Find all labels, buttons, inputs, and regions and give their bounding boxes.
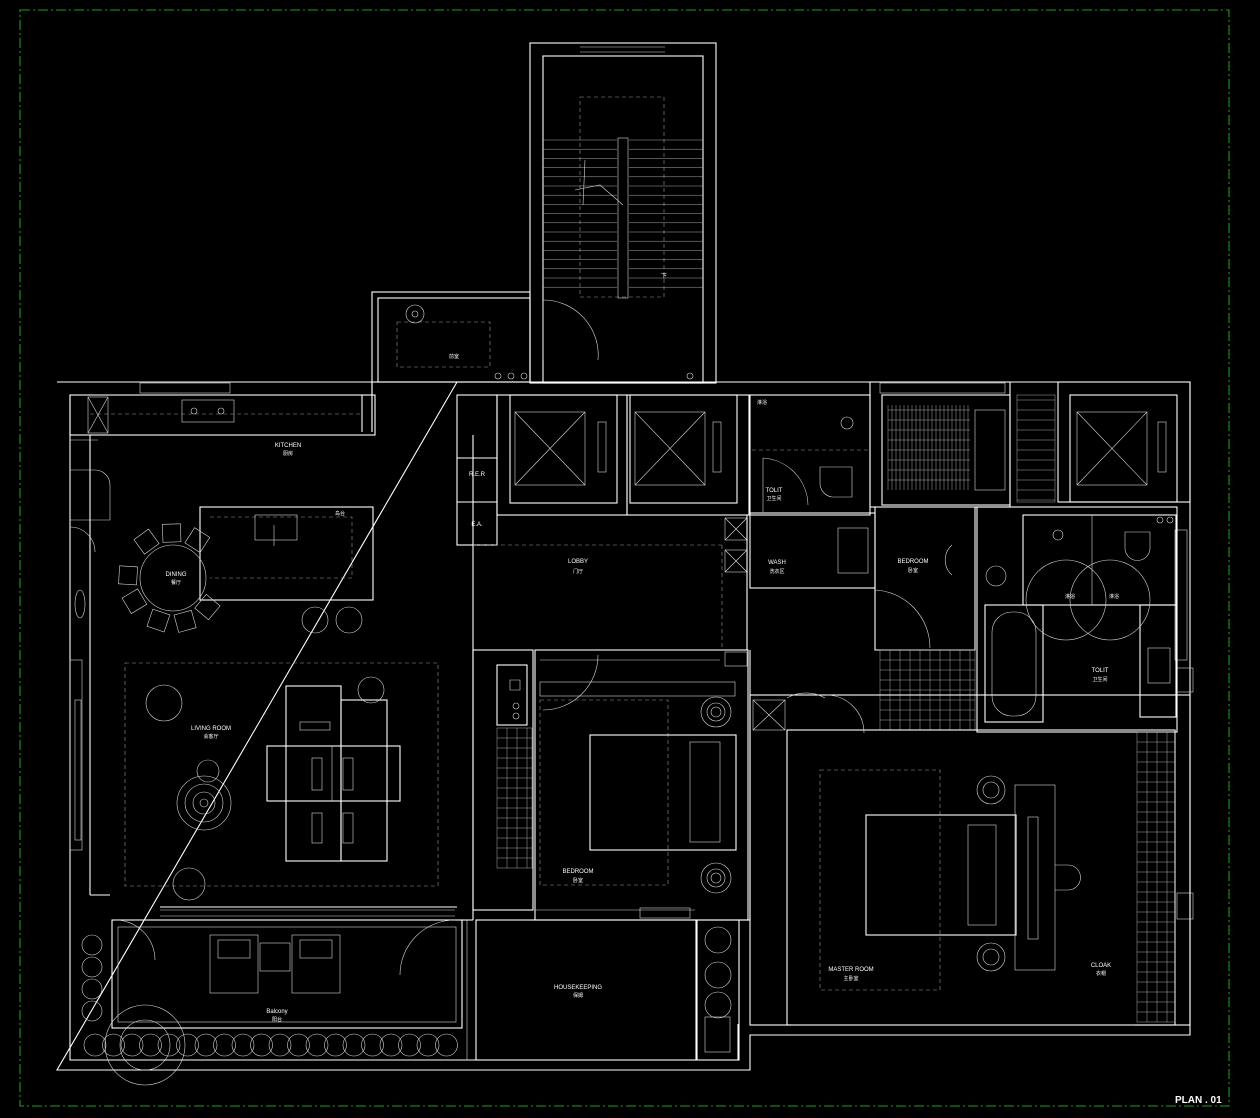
label-toilet-a: TOLIT bbox=[766, 488, 783, 494]
label-housekeeping: HOUSEKEEPING bbox=[554, 985, 602, 991]
label-ea: E.A. bbox=[471, 522, 483, 528]
label-toilet-b-cn: 卫生间 bbox=[1092, 676, 1107, 683]
label-balcony: Balcony bbox=[266, 1009, 287, 1015]
label-living-cn: 会客厅 bbox=[203, 733, 218, 740]
label-bedroom-a: BEDROOM bbox=[562, 869, 593, 875]
label-toilet-a-cn: 卫生间 bbox=[766, 495, 781, 502]
label-wash-cn: 洗衣区 bbox=[769, 568, 784, 575]
label-bedroom-b-cn: 卧室 bbox=[908, 567, 918, 574]
toilet-b bbox=[976, 506, 1178, 733]
label-wash: WASH bbox=[768, 560, 786, 566]
label-master: MASTER ROOM bbox=[828, 967, 873, 973]
label-cloak-cn: 衣帽 bbox=[1096, 970, 1106, 977]
label-toilet-b: TOLIT bbox=[1092, 668, 1109, 674]
label-dining: DINING bbox=[166, 572, 187, 578]
label-shower-left: 淋浴 bbox=[1065, 593, 1075, 600]
plan-title: PLAN . 01 bbox=[1175, 1095, 1222, 1106]
label-kitchen-cn: 厨房 bbox=[283, 450, 293, 457]
stair-tower bbox=[529, 42, 717, 384]
label-dining-cn: 餐厅 bbox=[171, 579, 181, 586]
label-bedroom-a-cn: 卧室 bbox=[573, 877, 583, 884]
label-rer: R.E.R bbox=[469, 472, 486, 478]
lobby-walls bbox=[460, 514, 751, 921]
label-lift-hall: 前室 bbox=[449, 353, 459, 360]
label-top-left: 淋浴 bbox=[757, 399, 767, 406]
label-balcony-cn: 阳台 bbox=[272, 1016, 282, 1023]
label-cloak: CLOAK bbox=[1091, 963, 1111, 969]
lifts-and-shafts bbox=[456, 381, 1191, 651]
label-island: 岛台 bbox=[335, 510, 345, 517]
balcony bbox=[81, 909, 463, 1086]
label-master-cn: 主卧室 bbox=[843, 975, 858, 982]
label-lobby-cn: 门厅 bbox=[573, 568, 583, 575]
room-labels: KITCHEN 厨房 DINING 餐厅 LIVING ROOM 会客厅 Bal… bbox=[166, 273, 1223, 1106]
lift-hall bbox=[371, 291, 694, 383]
kitchen-dining-living bbox=[69, 394, 474, 920]
drawing-frame bbox=[19, 9, 1230, 1107]
label-bedroom-b: BEDROOM bbox=[897, 559, 928, 565]
label-stair-down: 下 bbox=[661, 273, 667, 280]
bedroom-b bbox=[869, 381, 1011, 731]
label-lobby: LOBBY bbox=[568, 559, 588, 565]
master-room bbox=[749, 692, 1191, 1026]
label-shower-right: 淋浴 bbox=[1109, 593, 1119, 600]
bedroom-a bbox=[472, 649, 749, 921]
label-kitchen: KITCHEN bbox=[275, 443, 301, 449]
label-housekeeping-cn: 保姆 bbox=[573, 992, 583, 999]
housekeeping bbox=[466, 919, 740, 1061]
label-living: LIVING ROOM bbox=[191, 726, 231, 732]
